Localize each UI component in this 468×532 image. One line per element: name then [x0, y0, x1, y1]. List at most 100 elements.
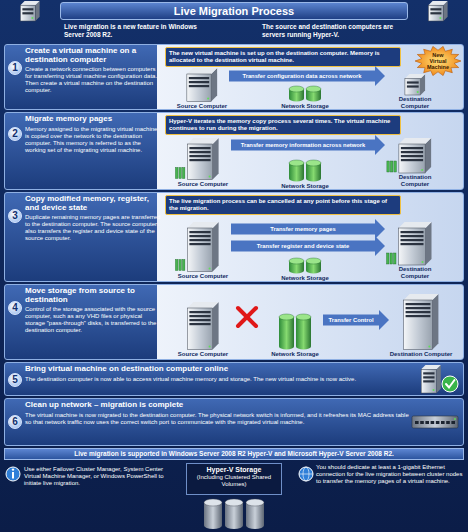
- decor-shape: [289, 258, 304, 264]
- storage-box: Hyper-V Storage(Including Clustered Shar…: [186, 463, 282, 495]
- decor-shape: [446, 380, 455, 388]
- decor-shape: [421, 74, 425, 95]
- decor-shape: [296, 344, 311, 350]
- decor-shape: [425, 421, 429, 424]
- transfer-arrow: [323, 315, 389, 326]
- computer-node: Destination Computer: [385, 73, 445, 109]
- decor-shape: [446, 421, 450, 424]
- decor-shape: [415, 421, 419, 424]
- step-number: 6: [8, 415, 22, 429]
- note-label: Use either Failover Cluster Manager, Sys…: [24, 466, 176, 487]
- storage-node: Network Storage: [275, 257, 335, 281]
- decor-shape: [207, 98, 209, 100]
- decor-shape: [22, 8, 33, 10]
- decor-shape: [441, 421, 445, 424]
- decor-shape: [437, 365, 441, 393]
- decor-shape: [430, 12, 441, 14]
- text-column: Clean up network – migration is complete…: [25, 401, 415, 426]
- decor-shape: [439, 17, 441, 19]
- decor-shape: [296, 317, 311, 347]
- decor-shape: [204, 522, 222, 529]
- storage-node: Network Storage: [275, 85, 335, 109]
- note-text: The live migration process can be cancel…: [169, 198, 397, 212]
- decor-shape: [412, 416, 458, 428]
- decor-shape: [209, 176, 211, 178]
- text-column: Move storage from source to destinationC…: [25, 287, 163, 334]
- decor-shape: [401, 147, 423, 149]
- step-heading: Bring virtual machine on destination com…: [25, 365, 405, 374]
- decor-shape: [387, 161, 390, 172]
- decor-shape: [189, 315, 210, 317]
- transfer-arrow: [229, 71, 385, 82]
- decor-shape: [189, 319, 210, 321]
- decor-shape: [407, 81, 419, 83]
- step-body: Memory assigned to the migrating virtual…: [25, 126, 163, 154]
- arrow-label: Transfer register and device state: [232, 241, 374, 252]
- note-box: The live migration process can be cancel…: [165, 195, 401, 215]
- decor-shape: [12, 472, 14, 479]
- arrow-label: Transfer memory information across netwo…: [232, 140, 374, 151]
- decor-shape: [229, 76, 389, 320]
- decor-shape: [225, 503, 243, 526]
- computer-node: Destination Computer: [385, 221, 445, 279]
- callout-number: 3: [12, 211, 18, 221]
- node-label: Destination Computer: [385, 96, 445, 109]
- decor-shape: [246, 522, 264, 529]
- arrow-label: Transfer memory pages: [232, 224, 374, 235]
- decor-shape: [394, 161, 397, 172]
- decor-shape: [213, 138, 219, 180]
- decor-shape: [20, 5, 35, 21]
- step-number: 4: [8, 301, 22, 315]
- step-band: Create a virtual machine on a destinatio…: [4, 44, 464, 110]
- decor-shape: [303, 467, 309, 481]
- decor-shape: [433, 389, 435, 391]
- transfer-arrow: [231, 140, 385, 151]
- decor-shape: [423, 380, 434, 382]
- band-text: Live migration is supported in Windows S…: [5, 449, 463, 459]
- decor-shape: [175, 260, 178, 271]
- decor-shape: [225, 522, 243, 529]
- decor-shape: [306, 160, 321, 166]
- decor-shape: [451, 421, 455, 424]
- decor-shape: [406, 307, 431, 309]
- decor-shape: [187, 308, 212, 350]
- decor-shape: [405, 74, 425, 78]
- decor-shape: [420, 421, 424, 424]
- note-label: Live migration is a new feature in Windo…: [64, 23, 214, 38]
- decor-shape: [187, 68, 217, 74]
- decor-shape: [20, 1, 39, 5]
- decor-shape: [289, 163, 304, 179]
- decor-shape: [189, 155, 210, 157]
- computer-node: Destination Computer: [385, 137, 445, 187]
- decor-shape: [454, 418, 456, 420]
- decor-shape: [189, 77, 209, 79]
- step-number: 3: [8, 209, 22, 223]
- decor-shape: [213, 222, 219, 272]
- decor-shape: [189, 323, 210, 325]
- callout-number: 2: [12, 129, 18, 139]
- decor-shape: [421, 365, 441, 369]
- decor-shape: [204, 499, 222, 506]
- computer-node: Destination Computer: [389, 293, 453, 357]
- decor-shape: [189, 311, 210, 313]
- decor-shape: [12, 468, 14, 470]
- decor-shape: [401, 243, 424, 245]
- storage-note: (Including Clustered Shared Volumes): [187, 474, 281, 488]
- step-band: Copy modified memory, register, and devi…: [4, 192, 464, 282]
- decor-shape: [189, 231, 210, 233]
- decor-shape: [421, 169, 423, 171]
- decor-shape: [209, 346, 211, 348]
- callout-number: 6: [12, 417, 18, 427]
- decor-shape: [406, 311, 431, 313]
- decor-shape: [189, 235, 210, 237]
- decor-shape: [436, 421, 440, 424]
- decor-shape: [179, 260, 182, 271]
- decor-shape: [225, 499, 243, 506]
- decor-shape: [187, 222, 218, 228]
- decor-shape: [289, 268, 304, 274]
- storage-node: Network Storage: [267, 313, 323, 357]
- decor-shape: [189, 151, 210, 153]
- decor-shape: [390, 161, 393, 172]
- storage-heading: Hyper-V Storage: [187, 466, 281, 474]
- node-label: Destination Computer: [390, 351, 453, 358]
